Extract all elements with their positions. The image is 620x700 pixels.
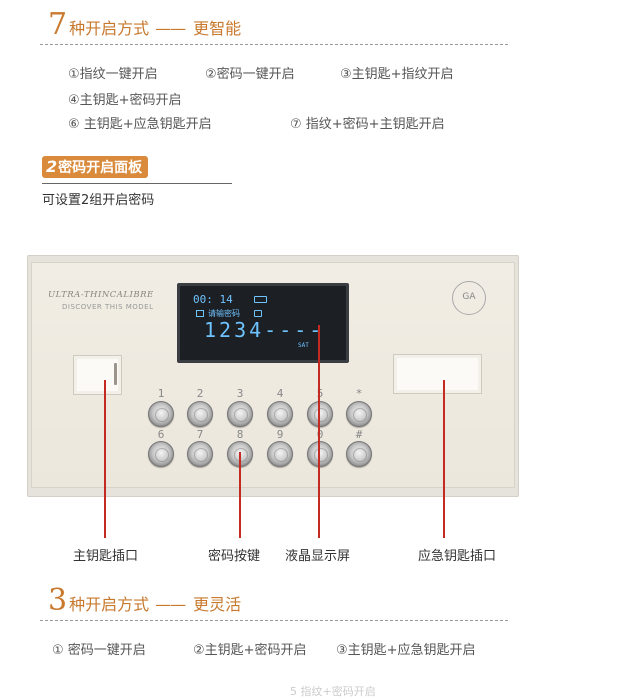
key-1-button[interactable] xyxy=(148,401,174,427)
lcd-prompt: 请输密码 xyxy=(208,309,240,318)
callout-line-key-slot xyxy=(104,380,106,538)
lcd-lock-icon xyxy=(254,310,262,317)
lcd-time: 00: 14 xyxy=(193,293,233,306)
section1-heading: 7 种开启方式 —— 更智能 xyxy=(48,10,241,40)
emergency-key-slot[interactable] xyxy=(393,354,482,394)
caption-key-slot: 主钥匙插口 xyxy=(73,549,139,564)
key-label: 5 xyxy=(316,387,324,400)
battery-icon xyxy=(254,296,267,303)
section2-number: 3 xyxy=(48,583,68,618)
key-label: 8 xyxy=(236,428,244,441)
lcd-user-icon xyxy=(196,310,204,317)
key-label: 1 xyxy=(157,387,165,400)
panel-badge-text: 密码开启面板 xyxy=(58,160,143,176)
section1-dash: —— xyxy=(155,19,186,38)
caption-keypad: 密码按键 xyxy=(208,549,261,564)
lcd-day: SAT xyxy=(298,342,309,349)
key-slot-bar xyxy=(114,363,117,385)
mode-item: ④主钥匙+密码开启 xyxy=(68,93,182,108)
key-star-button[interactable] xyxy=(346,401,372,427)
mode-item: ①指纹一键开启 xyxy=(68,67,158,82)
section1-subtitle: 更智能 xyxy=(193,19,242,38)
key-hash-button[interactable] xyxy=(346,441,372,467)
main-key-slot[interactable] xyxy=(73,355,122,395)
key-label: # xyxy=(355,428,363,441)
section2-subtitle: 更灵活 xyxy=(193,595,242,614)
section1-divider xyxy=(40,44,508,45)
brand-tagline: DISCOVER THIS MODEL xyxy=(62,303,154,311)
key-9-button[interactable] xyxy=(267,441,293,467)
mode-item: ⑥ 主钥匙+应急钥匙开启 xyxy=(68,117,212,132)
faded-mode-text: 5 指纹+密码开启 xyxy=(290,685,376,698)
section2-heading: 3 种开启方式 —— 更灵活 xyxy=(48,586,241,616)
key-label: 9 xyxy=(276,428,284,441)
key-label: 2 xyxy=(196,387,204,400)
ga-label: GA xyxy=(462,292,476,302)
key-label: 0 xyxy=(316,428,324,441)
ga-certification-icon: GA xyxy=(452,281,486,315)
key-7-button[interactable] xyxy=(187,441,213,467)
key-3-button[interactable] xyxy=(227,401,253,427)
caption-lcd: 液晶显示屏 xyxy=(285,549,351,564)
section2-divider xyxy=(40,620,508,621)
caption-emergency-slot: 应急钥匙插口 xyxy=(418,549,497,564)
mode-item: ②密码一键开启 xyxy=(205,67,295,82)
panel-badge: 2密码开启面板 xyxy=(42,156,149,178)
lcd-code: 1234---- xyxy=(204,318,325,342)
callout-line-lcd xyxy=(318,325,320,538)
key-label: 3 xyxy=(236,387,244,400)
callout-line-emergency xyxy=(443,380,445,538)
mode-item: ②主钥匙+密码开启 xyxy=(193,643,307,658)
key-5-button[interactable] xyxy=(307,401,333,427)
key-2-button[interactable] xyxy=(187,401,213,427)
callout-line-keypad xyxy=(239,452,241,538)
mode-item: ⑦ 指纹+密码+主钥匙开启 xyxy=(290,117,445,132)
key-0-button[interactable] xyxy=(307,441,333,467)
section1-title: 种开启方式 xyxy=(69,19,150,38)
section2-dash: —— xyxy=(155,595,186,614)
mode-item: ③主钥匙+应急钥匙开启 xyxy=(336,643,476,658)
brand-name: ULTRA-THINCALIBRE xyxy=(48,290,154,300)
mode-item: ① 密码一键开启 xyxy=(52,643,146,658)
key-label: 4 xyxy=(276,387,284,400)
key-6-button[interactable] xyxy=(148,441,174,467)
key-label: * xyxy=(355,387,363,400)
section2-title: 种开启方式 xyxy=(69,595,150,614)
password-note: 可设置2组开启密码 xyxy=(42,193,155,208)
panel-badge-number: 2 xyxy=(46,157,58,176)
key-label: 6 xyxy=(157,428,165,441)
key-label: 7 xyxy=(196,428,204,441)
badge-underline xyxy=(42,183,232,184)
key-4-button[interactable] xyxy=(267,401,293,427)
mode-item: ③主钥匙+指纹开启 xyxy=(340,67,454,82)
section1-number: 7 xyxy=(48,7,68,42)
